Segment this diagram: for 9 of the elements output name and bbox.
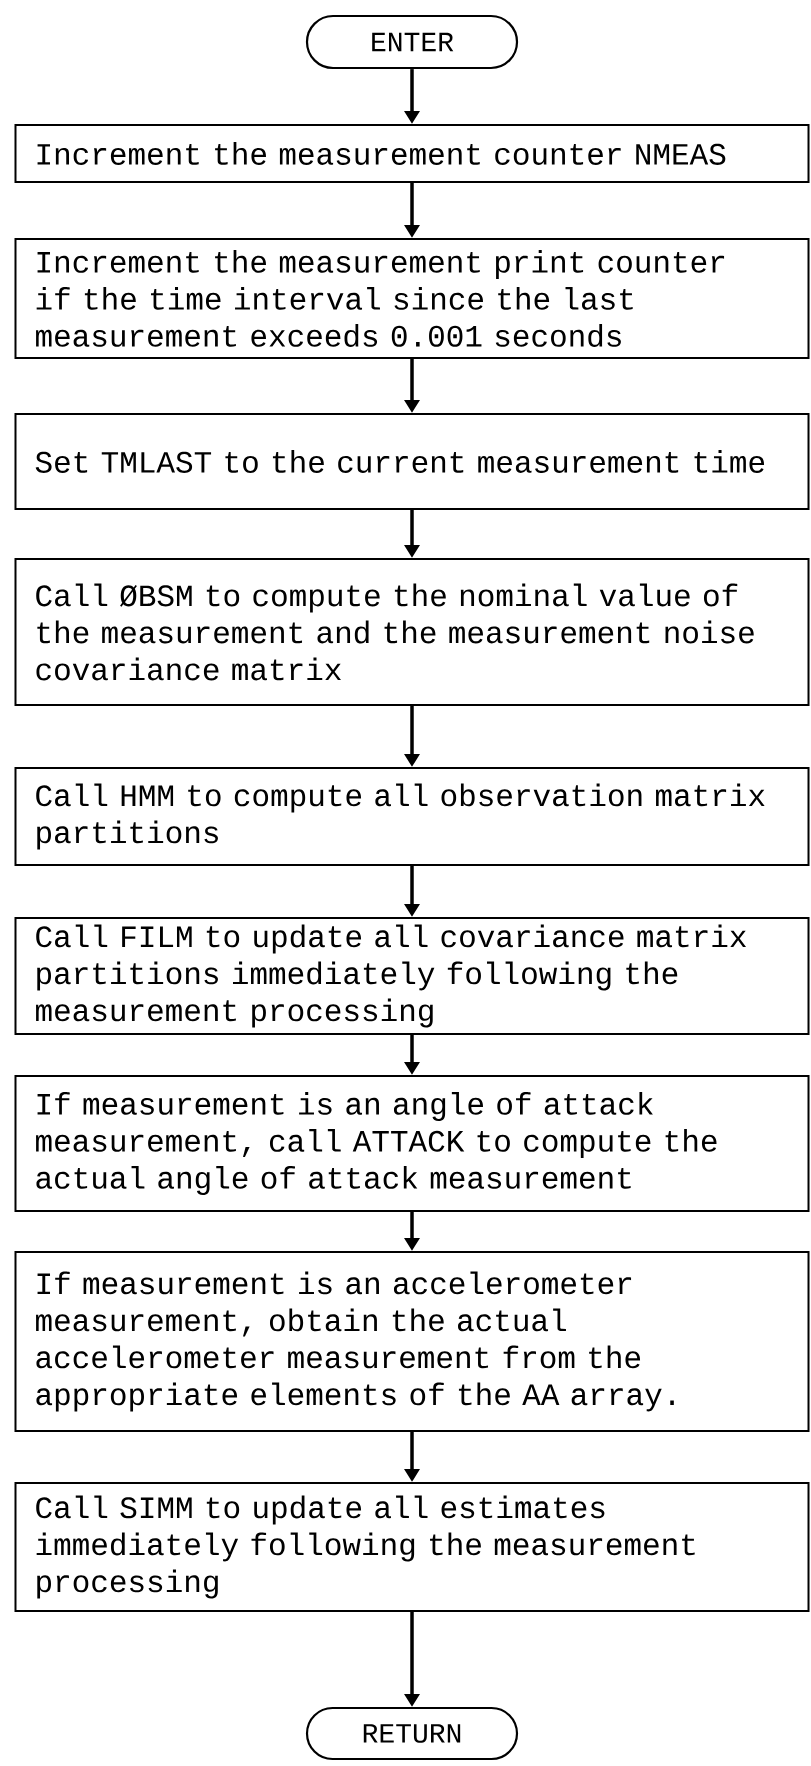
process-box: If measurement is an accelerometer measurement, obtain the actual accelerometer measurement from the appropriate elements of the AA array.: [14, 1251, 810, 1432]
process-box: If measurement is an angle of attack measurement, call ATTACK to compute the actual angle of attack measurement: [14, 1075, 810, 1212]
process-box: Call ØBSM to compute the nominal value of the measurement and the measurement noise covariance matrix: [14, 558, 810, 706]
process-box: Call HMM to compute all observation matrix partitions: [14, 767, 810, 866]
process-box: Increment the measurement counter NMEAS: [14, 124, 810, 183]
process-box: Call SIMM to update all estimates immediately following the measurement processing: [14, 1482, 810, 1612]
process-box: Call FILM to update all covariance matrix partitions immediately following the measurement processing: [14, 917, 810, 1035]
process-box: Increment the measurement print counter if the time interval since the last measurement exceeds 0.001 seconds: [14, 238, 810, 359]
process-box: Set TMLAST to the current measurement time: [14, 413, 810, 510]
